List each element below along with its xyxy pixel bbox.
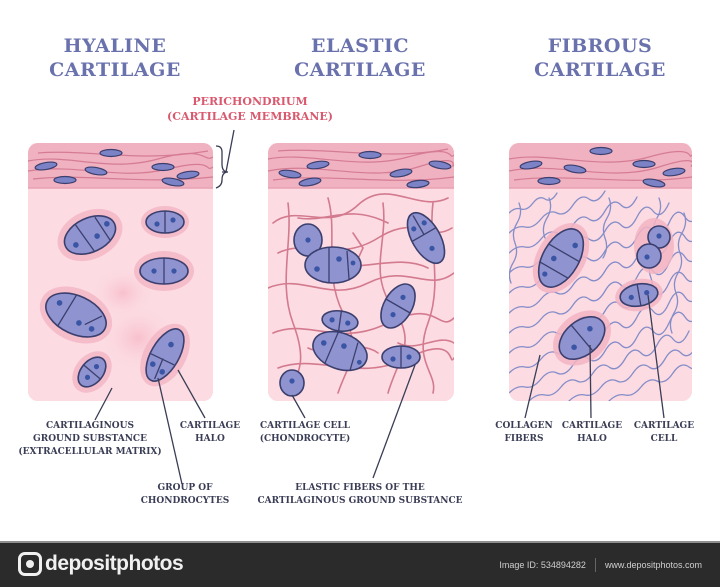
label-hyaline-halo-line1: CARTILAGE bbox=[179, 421, 241, 431]
label-group-line2: CHONDROCYTES bbox=[140, 496, 230, 506]
hyaline-cells bbox=[39, 206, 194, 393]
perichondrium-label-line2: (CARTILAGE MEMBRANE) bbox=[166, 110, 333, 123]
fibrous-cells bbox=[532, 218, 674, 366]
title-fibrous: FIBROUS CARTILAGE bbox=[515, 34, 685, 82]
fibrous-illustration bbox=[509, 143, 692, 401]
elastic-illustration bbox=[268, 143, 454, 401]
title-hyaline: HYALINE CARTILAGE bbox=[30, 34, 200, 82]
label-group-of-chondrocytes: GROUP OF CHONDROCYTES bbox=[135, 482, 235, 508]
elastic-cells bbox=[279, 211, 446, 397]
perichondrium-label: PERICHONDRIUM (CARTILAGE MEMBRANE) bbox=[150, 94, 350, 124]
title-fibrous-line1: FIBROUS bbox=[547, 35, 653, 57]
label-fibrous-halo-line1: CARTILAGE bbox=[561, 421, 623, 431]
label-collagen-line1: COLLAGEN bbox=[495, 421, 553, 431]
label-group-line1: GROUP OF bbox=[157, 483, 213, 493]
label-ground-substance-line2: GROUND SUBSTANCE bbox=[33, 434, 147, 444]
label-hyaline-halo: CARTILAGE HALO bbox=[170, 420, 250, 446]
site-url[interactable]: www.depositphotos.com bbox=[604, 560, 702, 570]
label-elastic-fibers: ELASTIC FIBERS OF THE CARTILAGINOUS GROU… bbox=[250, 482, 470, 508]
perichondrium-label-line1: PERICHONDRIUM bbox=[192, 95, 308, 108]
hyaline-cartilage-panel bbox=[28, 143, 213, 401]
leader-lines bbox=[94, 129, 665, 485]
label-ground-substance-line1: CARTILAGINOUS bbox=[46, 421, 134, 431]
title-hyaline-line1: HYALINE bbox=[63, 35, 167, 57]
title-fibrous-line2: CARTILAGE bbox=[534, 59, 666, 81]
footer-divider bbox=[594, 558, 596, 572]
footer-bar: depositphotos Image ID: 534894282 www.de… bbox=[0, 541, 720, 587]
title-elastic-line1: ELASTIC bbox=[311, 35, 409, 57]
brand-name: depositphotos bbox=[45, 552, 184, 575]
camera-logo-icon bbox=[18, 552, 42, 576]
label-fibrous-cell-line1: CARTILAGE bbox=[633, 421, 695, 431]
label-elastic-fibers-line1: ELASTIC FIBERS OF THE bbox=[295, 483, 425, 493]
title-elastic: ELASTIC CARTILAGE bbox=[275, 34, 445, 82]
label-fibrous-cell-line2: CELL bbox=[650, 434, 678, 444]
label-hyaline-halo-line2: HALO bbox=[195, 434, 225, 444]
label-elastic-cartilage-cell: CARTILAGE CELL (CHONDROCYTE) bbox=[255, 420, 355, 446]
label-fibrous-halo: CARTILAGE HALO bbox=[558, 420, 626, 446]
hyaline-illustration bbox=[28, 143, 213, 401]
label-elastic-cell-line1: CARTILAGE CELL bbox=[259, 421, 351, 431]
brand-logo[interactable]: depositphotos bbox=[18, 552, 184, 576]
title-elastic-line2: CARTILAGE bbox=[294, 59, 426, 81]
title-hyaline-line2: CARTILAGE bbox=[49, 59, 181, 81]
label-collagen-fibers: COLLAGEN FIBERS bbox=[492, 420, 556, 446]
perichondrium-leader bbox=[222, 129, 235, 173]
image-id: Image ID: 534894282 bbox=[499, 560, 586, 570]
label-ground-substance-line3: (EXTRACELLULAR MATRIX) bbox=[18, 447, 162, 457]
label-elastic-cell-line2: (CHONDROCYTE) bbox=[259, 434, 351, 444]
label-fibrous-halo-line2: HALO bbox=[577, 434, 607, 444]
label-ground-substance: CARTILAGINOUS GROUND SUBSTANCE (EXTRACEL… bbox=[10, 420, 170, 459]
elastic-cartilage-panel bbox=[268, 143, 454, 401]
label-collagen-line2: FIBERS bbox=[504, 434, 544, 444]
label-fibrous-cell: CARTILAGE CELL bbox=[630, 420, 698, 446]
footer-meta: Image ID: 534894282 www.depositphotos.co… bbox=[499, 558, 702, 572]
label-elastic-fibers-line2: CARTILAGINOUS GROUND SUBSTANCE bbox=[257, 496, 463, 506]
perichondrium-bracket bbox=[215, 145, 229, 189]
